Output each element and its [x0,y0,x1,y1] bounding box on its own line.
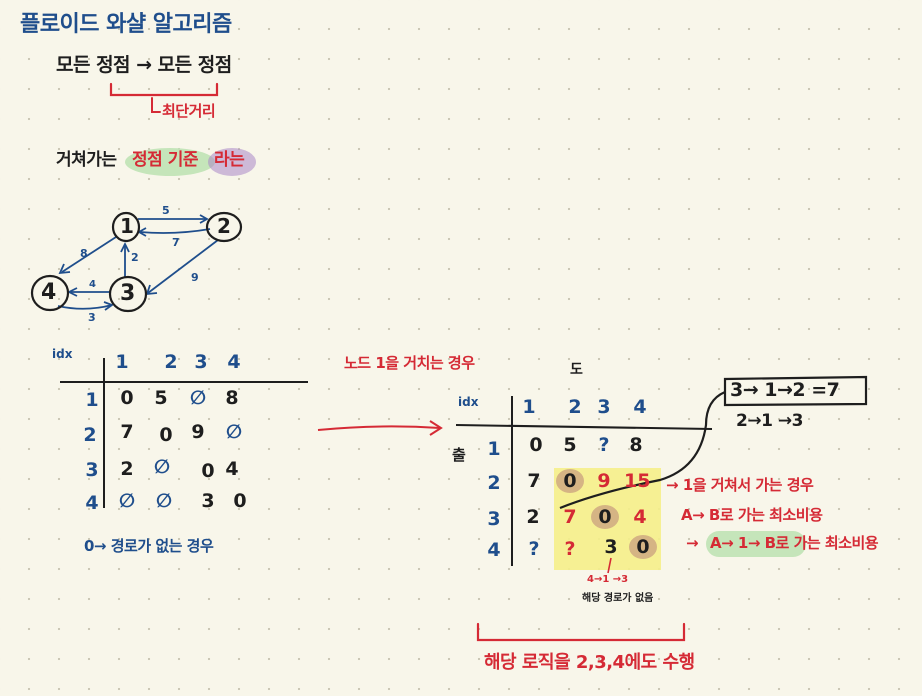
left-cell: 7 [120,421,134,443]
graph-node-1: 1 [120,214,134,238]
right-col-header: 1 [522,396,536,418]
edge-label-3-4: 4 [89,279,96,290]
via-node-1-title: 노드 1을 거치는 경우 [344,354,475,372]
left-row-label: 3 [85,459,99,481]
right-cell: ? [528,538,540,560]
left-cell: 5 [154,387,168,409]
right-cell: 8 [629,434,643,456]
edge-label-2-1: 7 [172,236,180,249]
left-cell: ∅ [153,456,171,478]
right-row-label: 4 [487,539,501,561]
right-row-label: 1 [487,438,501,460]
no-path-explanation: 해당 경로가 없음 [582,593,654,604]
arrow-prefix: → [686,534,699,552]
left-row-label: 1 [85,389,99,411]
right-cell: ? [564,538,576,560]
left-col-header: 1 [115,351,129,373]
right-cell: 5 [563,434,577,456]
edge-label-4-3: 3 [88,311,96,324]
via-vertex-highlight: 정점 기준 [132,150,198,170]
left-cell: ∅ [118,490,136,512]
path-below-box: 2→1 →3 [736,411,803,431]
right-col-header: 4 [633,396,647,418]
no-path-note: 0→ 경로가 없는 경우 [84,537,214,555]
right-col-header: 3 [597,396,611,418]
right-cell: ? [598,434,610,456]
right-cell: 2 [526,506,540,528]
edge-label-3-1: 2 [131,251,139,264]
left-row-label: 4 [85,492,99,514]
destination-label: 도 [570,362,583,378]
left-table-corner: idx [52,347,73,361]
graph-node-2: 2 [217,214,231,238]
min-cost-note: A→ B로 가는 최소비용 [681,506,823,524]
left-cell: 0 [201,460,215,482]
right-cell: 0 [598,506,612,528]
left-col-header: 4 [227,351,241,373]
via-vertex-suffix: 라는 [214,150,245,170]
left-col-header: 3 [194,351,208,373]
right-row-label: 2 [487,472,501,494]
right-cell: 15 [624,470,651,492]
via-1-note: → 1을 거쳐서 가는 경우 [666,476,814,494]
right-cell: 7 [527,470,541,492]
left-cell: 9 [191,421,205,443]
right-cell: 3 [604,536,618,558]
edge-label-1-2: 5 [162,204,170,217]
left-cell: 2 [120,458,134,480]
page-title: 플로이드 와샬 알고리즘 [20,12,232,37]
right-cell: 0 [563,470,577,492]
path-box-text: 3→ 1→2 =7 [730,379,840,401]
left-col-header: 2 [164,351,178,373]
all-pairs-line: 모든 정점 → 모든 정점 [56,54,232,76]
apply-logic-note: 해당 로직을 2,3,4에도 수행 [484,652,695,673]
right-cell: 4 [633,506,647,528]
left-cell: 8 [225,387,239,409]
right-cell: 0 [636,536,650,558]
graph-node-3: 3 [120,281,135,306]
right-cell: 0 [529,434,543,456]
right-row-label: 3 [487,508,501,530]
right-table-corner: idx [458,395,479,409]
left-cell: 3 [201,490,215,512]
right-col-header: 2 [568,396,582,418]
left-cell: ∅ [225,421,243,443]
via-1-min-cost-note: A→ 1→ B로 가는 최소비용 [710,534,879,552]
right-cell: 7 [563,506,577,528]
no-path-example: 4→1 →3 [587,574,629,585]
left-cell: ∅ [155,490,173,512]
edge-label-1-4: 8 [80,247,88,260]
graph-node-4: 4 [41,280,56,305]
left-cell: 0 [120,387,134,409]
via-vertex-prefix: 거쳐가는 [56,150,117,170]
left-row-label: 2 [83,424,97,446]
source-label: 출 [452,446,466,464]
shortest-distance-note: 최단거리 [162,102,216,120]
edge-label-2-3: 9 [191,271,199,284]
right-cell: 9 [597,470,611,492]
left-cell: 0 [159,424,173,446]
left-cell: 4 [225,458,239,480]
left-cell: 0 [233,490,247,512]
left-cell: ∅ [189,387,207,409]
